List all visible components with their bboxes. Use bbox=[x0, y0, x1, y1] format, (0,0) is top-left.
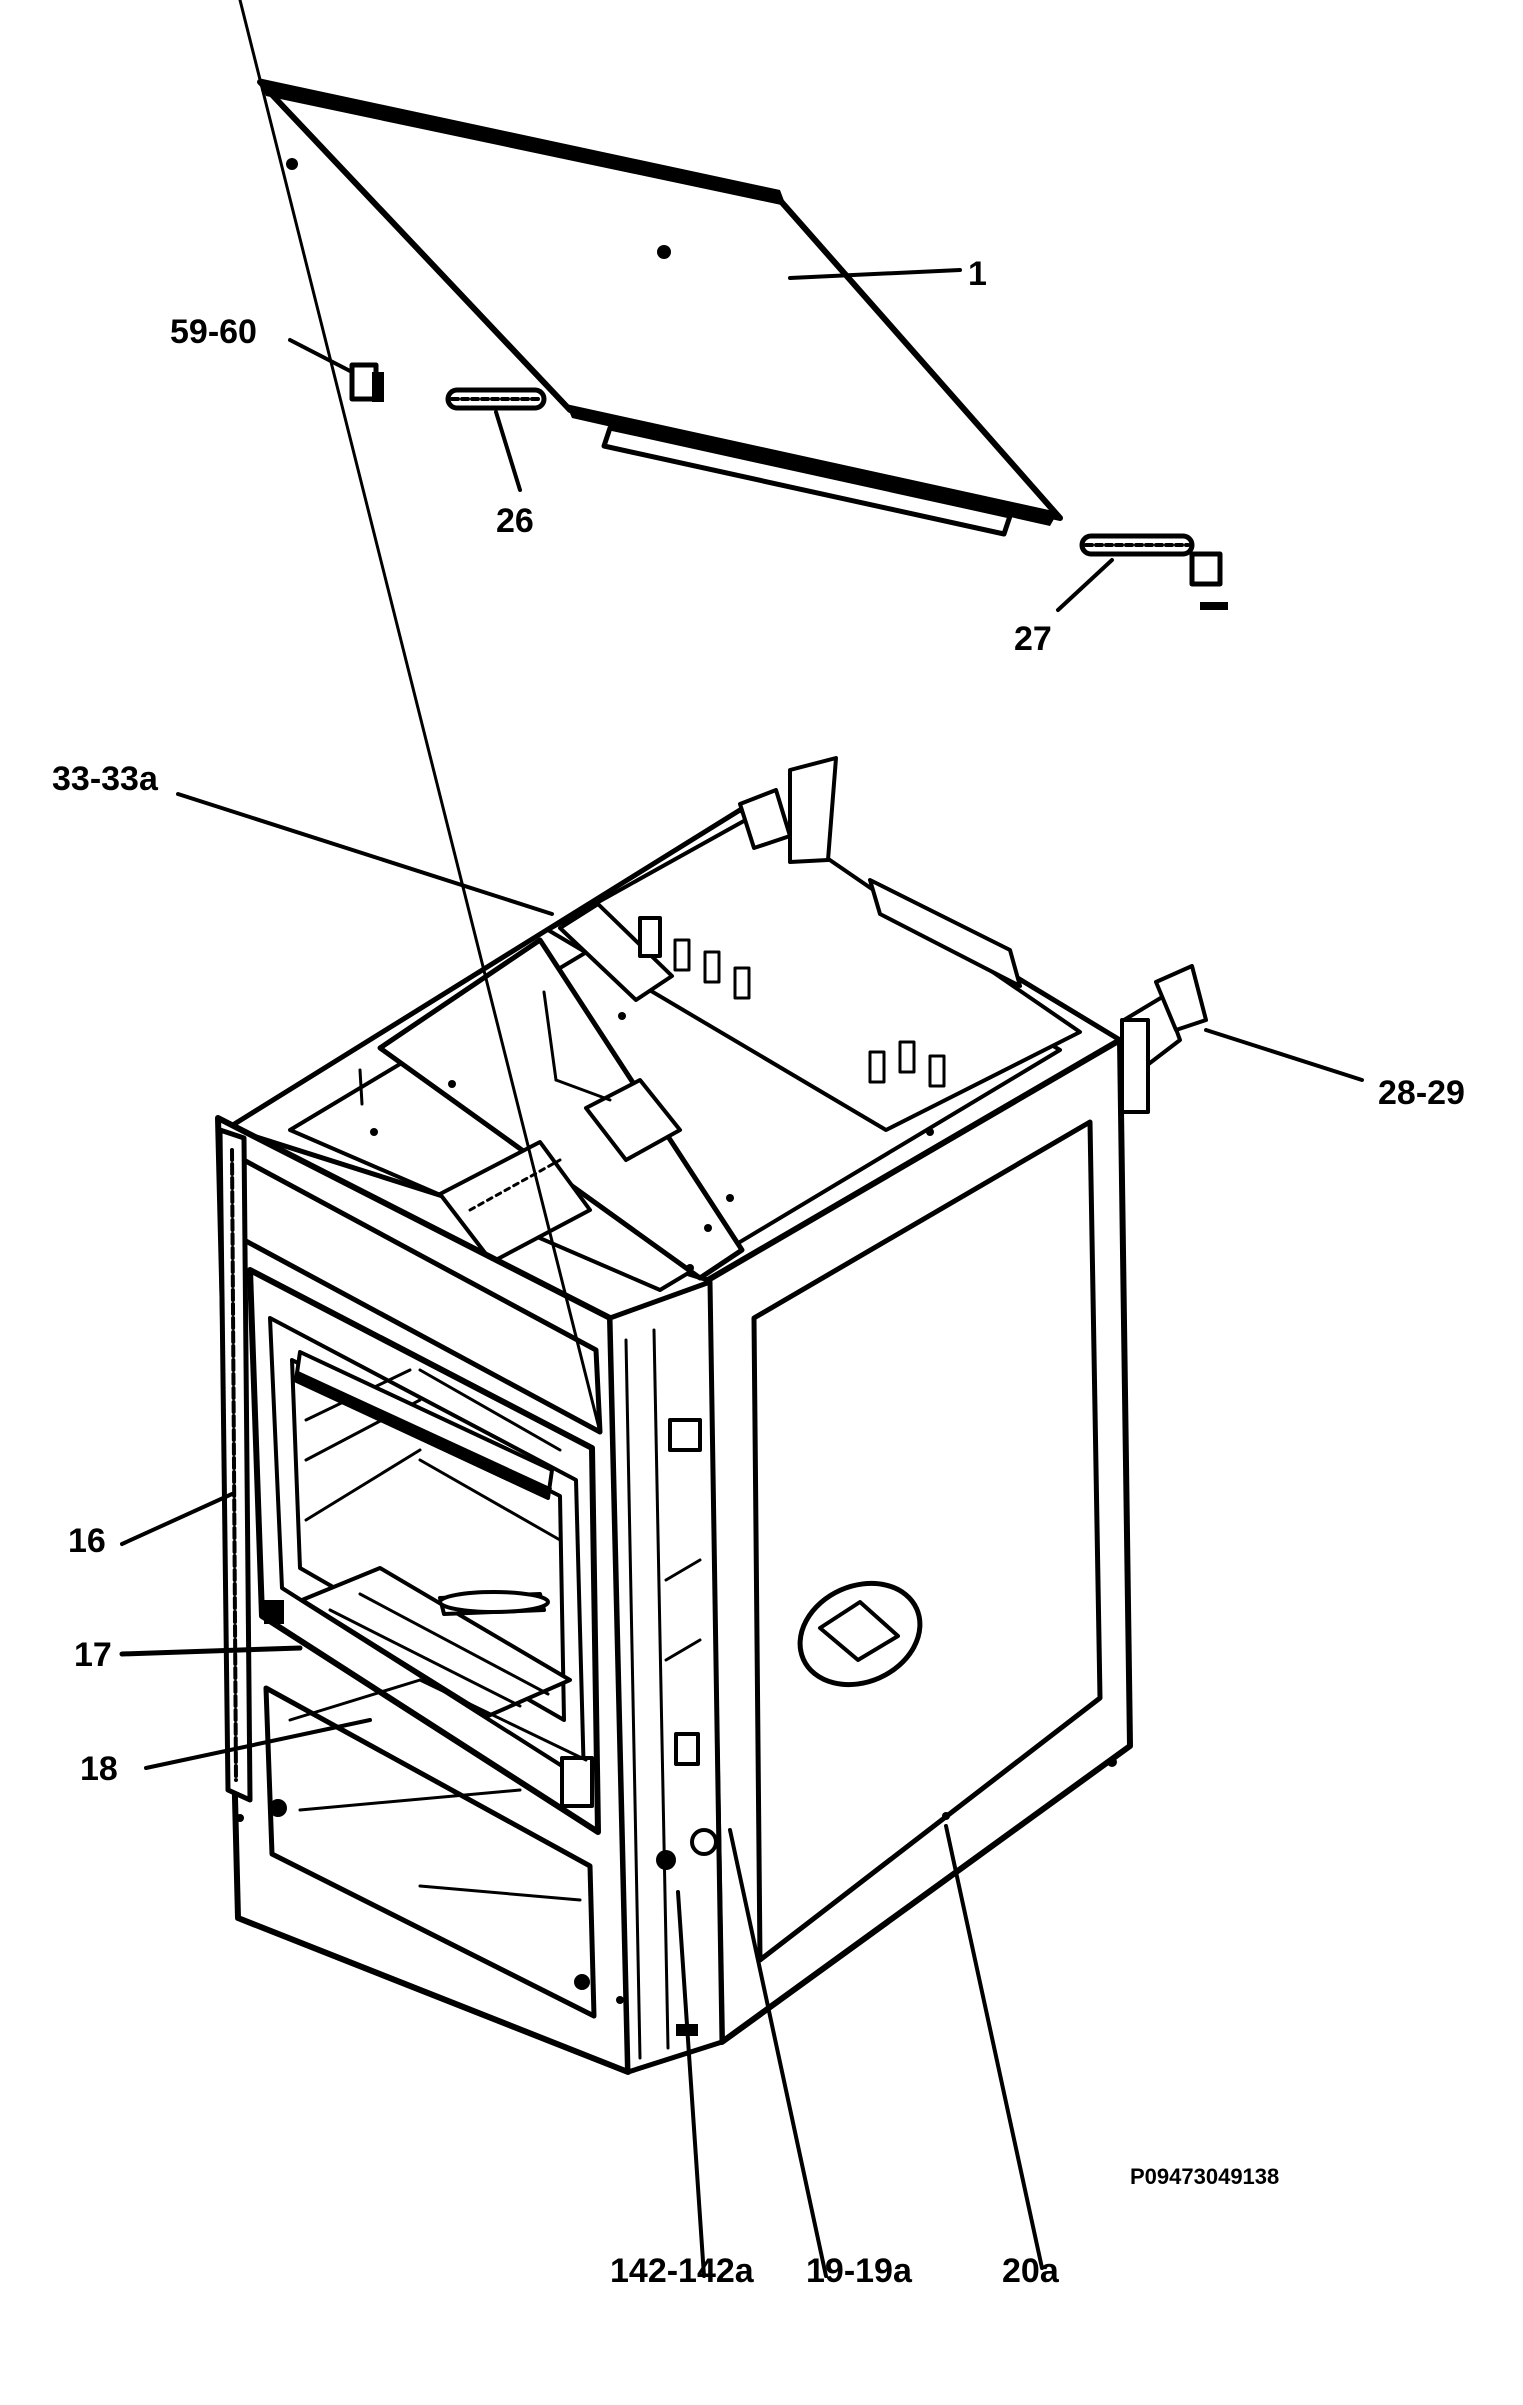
leader-1 bbox=[788, 268, 962, 280]
callout-part-20a: 20a bbox=[1002, 2252, 1060, 2290]
callout-part-28-29: 28-29 bbox=[1378, 1074, 1465, 1112]
oven-cabinet bbox=[215, 0, 1208, 2075]
callout-part-1: 1 bbox=[968, 255, 987, 293]
callout-part-17: 17 bbox=[74, 1636, 112, 1674]
callout-part-33-33a: 33-33a bbox=[52, 760, 159, 798]
callout-part-142-142a: 142-142a bbox=[610, 2252, 755, 2290]
callout-part-59-60: 59-60 bbox=[170, 313, 257, 351]
callout-part-16: 16 bbox=[68, 1522, 106, 1560]
strip-part-27 bbox=[1056, 533, 1228, 612]
callout-part-19-19a: 19-19a bbox=[806, 2252, 913, 2290]
strip-part-26 bbox=[445, 387, 547, 492]
callout-part-18: 18 bbox=[80, 1750, 118, 1788]
leader-lines bbox=[119, 792, 1364, 2278]
callout-part-26: 26 bbox=[496, 502, 534, 540]
diagram-code: P09473049138 bbox=[1130, 2164, 1279, 2189]
clip-part-59-60 bbox=[288, 338, 384, 402]
top-cover-panel bbox=[257, 78, 1063, 537]
callout-part-27: 27 bbox=[1014, 620, 1052, 658]
